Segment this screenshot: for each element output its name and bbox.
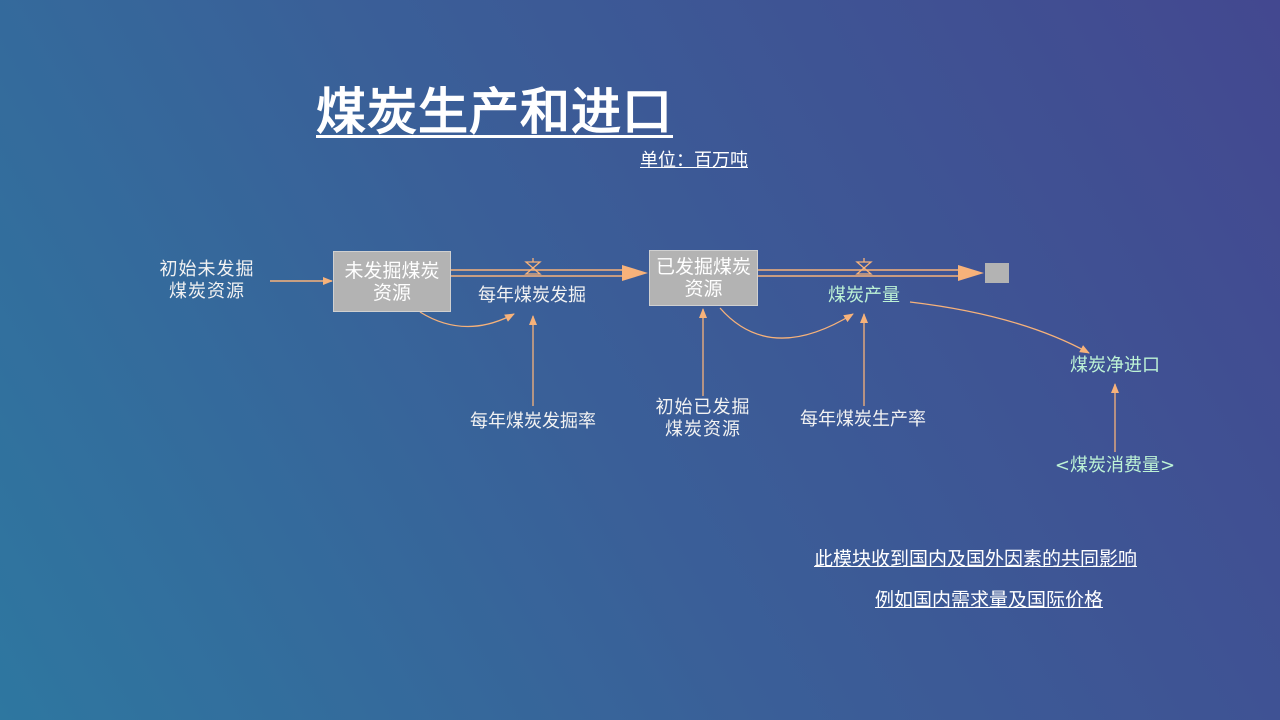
label-annual-mining-rate: 每年煤炭发掘率	[470, 411, 596, 432]
label-coal-output: 煤炭产量	[828, 285, 900, 306]
stock-developed-coal: 已发掘煤炭 资源	[649, 250, 758, 306]
valve-icon-mining	[524, 258, 542, 275]
flow-pipe-production	[758, 265, 984, 281]
label-initial-developed: 初始已发掘 煤炭资源	[655, 397, 751, 440]
link-output-to-import	[909, 301, 1090, 354]
page-title: 煤炭生产和进口	[316, 82, 673, 141]
flow-pipe-mining	[451, 265, 648, 281]
stock-undeveloped-label: 未发掘煤炭 资源	[344, 259, 440, 304]
label-initial-undeveloped: 初始未发掘 煤炭资源	[159, 259, 255, 302]
note-line-1: 此模块收到国内及国外因素的共同影响	[814, 548, 1138, 570]
link-stock2-to-output	[719, 307, 854, 339]
sink-cloud	[985, 263, 1009, 283]
note-line-2: 例如国内需求量及国际价格	[875, 589, 1104, 611]
stock-developed-label: 已发掘煤炭 资源	[655, 256, 751, 300]
stock-undeveloped-coal: 未发掘煤炭 资源	[333, 251, 451, 312]
unit-label: 单位：百万吨	[640, 150, 748, 171]
valve-icon-production	[855, 258, 873, 275]
link-stock1-to-mining	[419, 311, 515, 328]
label-production-rate: 每年煤炭生产率	[800, 409, 926, 430]
label-annual-mining: 每年煤炭发掘	[478, 285, 586, 306]
label-net-import: 煤炭净进口	[1070, 355, 1160, 376]
label-consumption: <煤炭消费量>	[1054, 455, 1176, 476]
